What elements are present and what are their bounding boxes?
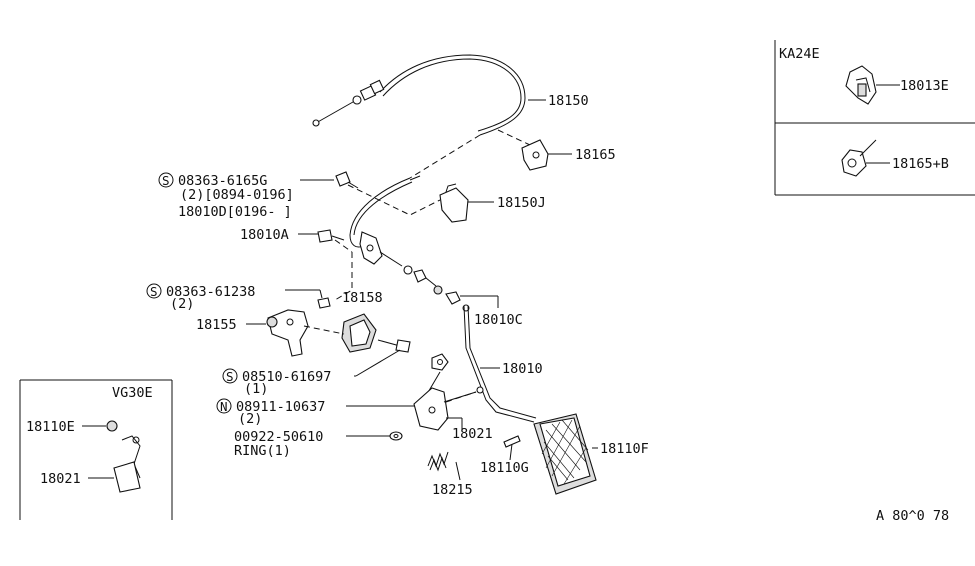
vg30e-inset: VG30E 18110E 18021 bbox=[19, 379, 173, 520]
label-18021-vg30e: 18021 bbox=[40, 471, 81, 487]
clamp-18150j bbox=[439, 183, 469, 223]
label-18215: 18215 bbox=[432, 482, 473, 498]
n-symbol-text: N bbox=[220, 399, 228, 414]
label-08510-61697-qty: (1) bbox=[244, 381, 268, 397]
bracket-18021-vg30e bbox=[113, 435, 141, 493]
label-18110g: 18110G bbox=[480, 460, 529, 476]
s-symbol-icon bbox=[146, 283, 162, 299]
diagram-code: A 80^0 78 bbox=[876, 508, 949, 524]
s-symbol-text: S bbox=[162, 173, 170, 188]
label-18165: 18165 bbox=[575, 147, 616, 163]
label-18010c: 18010C bbox=[474, 312, 523, 328]
label-18110e: 18110E bbox=[26, 419, 75, 435]
bolt-18010a bbox=[317, 229, 345, 243]
spring-18215 bbox=[427, 451, 449, 472]
ring-00922-50610 bbox=[389, 431, 403, 441]
label-00922-50610: 00922-50610 bbox=[234, 429, 323, 445]
s-symbol-icon bbox=[222, 368, 238, 384]
s-symbol-text: S bbox=[226, 369, 234, 384]
pin-18110g bbox=[503, 435, 521, 448]
bracket-18155 bbox=[266, 309, 345, 357]
cable-bracket bbox=[359, 231, 443, 295]
ka24e-inset: KA24E 18013E 18165+B bbox=[774, 40, 975, 196]
stopper-18158 bbox=[341, 313, 377, 353]
label-08363-6165g: 08363-6165G bbox=[178, 173, 267, 189]
label-08363-61238: 08363-61238 bbox=[166, 284, 255, 300]
n-symbol-icon bbox=[216, 398, 232, 414]
label-18158: 18158 bbox=[342, 290, 383, 306]
accelerator-cable-18150 bbox=[312, 54, 526, 248]
bolt-08510-61697 bbox=[377, 339, 411, 353]
label-ring: RING(1) bbox=[234, 443, 291, 459]
label-18010d: 18010D[0196- ] bbox=[178, 204, 292, 220]
s-symbol-icon bbox=[158, 172, 174, 188]
label-18165b: 18165+B bbox=[892, 156, 949, 172]
label-18013e: 18013E bbox=[900, 78, 949, 94]
label-18021: 18021 bbox=[452, 426, 493, 442]
screw-08363-61238 bbox=[317, 297, 331, 309]
clip-18013e-part bbox=[845, 65, 877, 105]
label-18150: 18150 bbox=[548, 93, 589, 109]
label-08363-61238-qty: (2) bbox=[170, 296, 194, 312]
bracket-18021 bbox=[413, 386, 484, 431]
bracket-18165 bbox=[521, 139, 549, 171]
bolt-08363-6165g bbox=[335, 171, 359, 189]
label-18150j: 18150J bbox=[497, 195, 546, 211]
label-08911-10637: 08911-10637 bbox=[236, 399, 325, 415]
label-18010: 18010 bbox=[502, 361, 543, 377]
pedal-pad-18110f bbox=[533, 413, 597, 495]
vg30e-title: VG30E bbox=[112, 385, 153, 401]
label-18110f: 18110F bbox=[600, 441, 649, 457]
label-08911-10637-qty: (2) bbox=[238, 411, 262, 427]
clip-18010c bbox=[445, 291, 461, 305]
s-symbol-text: S bbox=[150, 284, 158, 299]
label-18010a: 18010A bbox=[240, 227, 289, 243]
label-08510-61697: 08510-61697 bbox=[242, 369, 331, 385]
nut-08911-10637 bbox=[431, 353, 449, 371]
ka24e-title: KA24E bbox=[779, 46, 820, 62]
pedal-arm-18010 bbox=[462, 304, 537, 423]
label-08363-6165g-qty: (2)[0894-0196] bbox=[180, 187, 294, 203]
label-18155: 18155 bbox=[196, 317, 237, 333]
clip-18165b-part bbox=[841, 139, 877, 177]
